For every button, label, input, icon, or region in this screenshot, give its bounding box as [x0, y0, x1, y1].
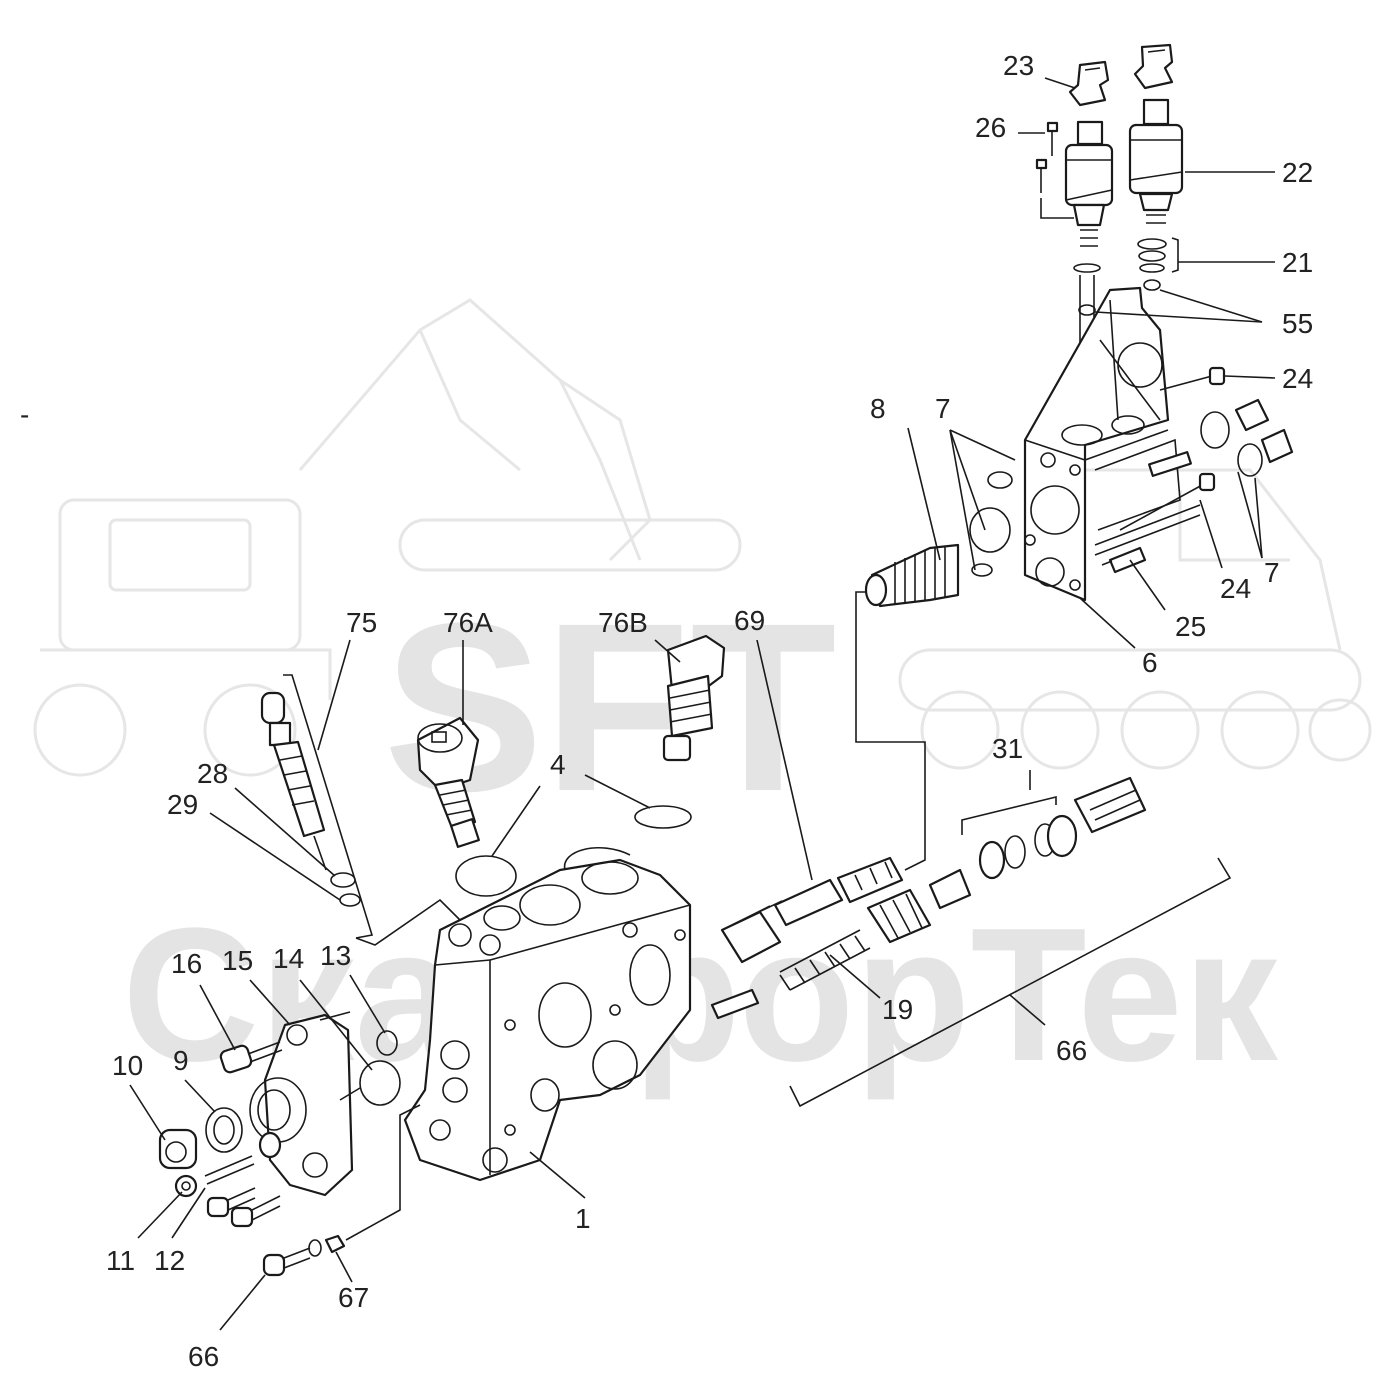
part-19-spring	[779, 929, 871, 991]
callout-55: 55	[1282, 308, 1313, 339]
callout-8: 8	[870, 393, 886, 424]
part-14-13-orings	[359, 1030, 401, 1106]
callout-7: 7	[935, 393, 951, 424]
callout-1: 1	[575, 1203, 591, 1234]
part-76A-plug	[416, 716, 480, 848]
part-67-check-valve	[262, 1104, 421, 1277]
part-bolts-lower	[206, 1187, 281, 1228]
callout-4: 4	[550, 749, 566, 780]
part-25-bolt	[1101, 546, 1147, 574]
leader-lines	[129, 77, 1276, 1331]
callout-16: 16	[171, 948, 202, 979]
callout-67: 67	[338, 1282, 369, 1313]
callout-6: 6	[1142, 647, 1158, 678]
callout-11: 11	[106, 1245, 135, 1276]
part-66-spool-assembly-bracket	[789, 857, 1232, 1108]
callout-76B: 76B	[598, 607, 648, 638]
part-1-valve-body	[403, 847, 692, 1182]
part-21-seal-rings	[1073, 238, 1167, 273]
part-4-orings	[455, 805, 692, 897]
part-8-spring-cap	[855, 543, 960, 871]
part-69-spool	[710, 856, 904, 1020]
part-76B-relief-valve	[662, 634, 726, 762]
callout-69: 69	[734, 605, 765, 636]
callout-7: 7	[1264, 557, 1280, 588]
callout-26: 26	[975, 112, 1006, 143]
callout-19: 19	[882, 994, 913, 1025]
callout-66: 66	[1056, 1035, 1087, 1066]
part-11-12-nut-and-stud	[174, 1131, 282, 1198]
part-10-plug	[158, 1128, 198, 1170]
callout-22: 22	[1282, 157, 1313, 188]
callout-13: 13	[320, 940, 351, 971]
part-22-solenoids	[1064, 98, 1184, 247]
callout-14: 14	[273, 943, 304, 974]
part-23-connector-caps	[1068, 43, 1174, 107]
callout-31: 31	[992, 733, 1023, 764]
corner-mark: -	[20, 399, 29, 430]
part-9-ring	[205, 1107, 243, 1153]
callout-12: 12	[154, 1245, 185, 1276]
callout-labels: 23 26 22 21 55 24 8 7 24 7 25 6 75 76A 7…	[106, 50, 1313, 1372]
callout-10: 10	[112, 1050, 143, 1081]
callout-15: 15	[222, 945, 253, 976]
part-31-spool-kit	[866, 776, 1147, 944]
callout-21: 21	[1282, 247, 1313, 278]
callout-29: 29	[167, 789, 198, 820]
callout-75: 75	[346, 607, 377, 638]
part-7-plugs-and-rings	[969, 398, 1294, 577]
callout-25: 25	[1175, 611, 1206, 642]
callout-24: 24	[1220, 573, 1251, 604]
callout-28: 28	[197, 758, 228, 789]
part-6-valve-section	[1023, 286, 1201, 602]
watermark-excavator-drawing	[33, 298, 1372, 777]
part-26-screws	[1035, 121, 1074, 219]
callout-66: 66	[188, 1341, 219, 1372]
callout-23: 23	[1003, 50, 1034, 81]
callout-9: 9	[173, 1045, 189, 1076]
part-24-long-bolts	[1119, 366, 1226, 531]
part-16-bolt	[219, 1041, 283, 1074]
callout-76A: 76A	[443, 607, 493, 638]
callout-24: 24	[1282, 363, 1313, 394]
part-75-plunger	[260, 674, 374, 939]
